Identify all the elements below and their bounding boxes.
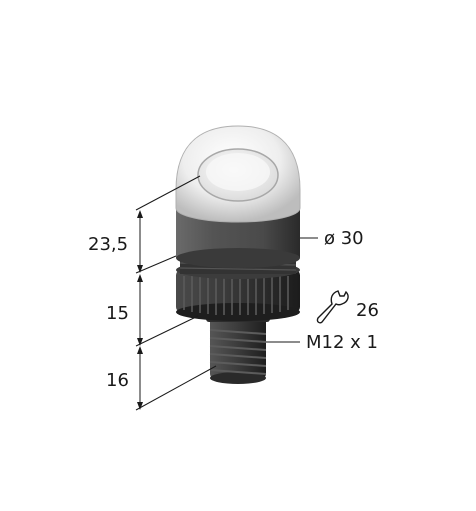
signal-lamp-illustration — [175, 125, 301, 384]
dim-label-15: 15 — [106, 303, 129, 324]
light-dome — [175, 125, 301, 223]
dimension-lines — [135, 175, 318, 411]
dim-label-wrench-size: 26 — [356, 300, 379, 321]
wrench-icon — [316, 290, 349, 324]
dim-label-thread: M12 x 1 — [306, 332, 378, 353]
dim-label-23-5: 23,5 — [88, 234, 128, 255]
dim-label-16: 16 — [106, 370, 129, 391]
dim-label-diameter: ø 30 — [324, 228, 364, 249]
nut-knurling — [183, 276, 289, 315]
